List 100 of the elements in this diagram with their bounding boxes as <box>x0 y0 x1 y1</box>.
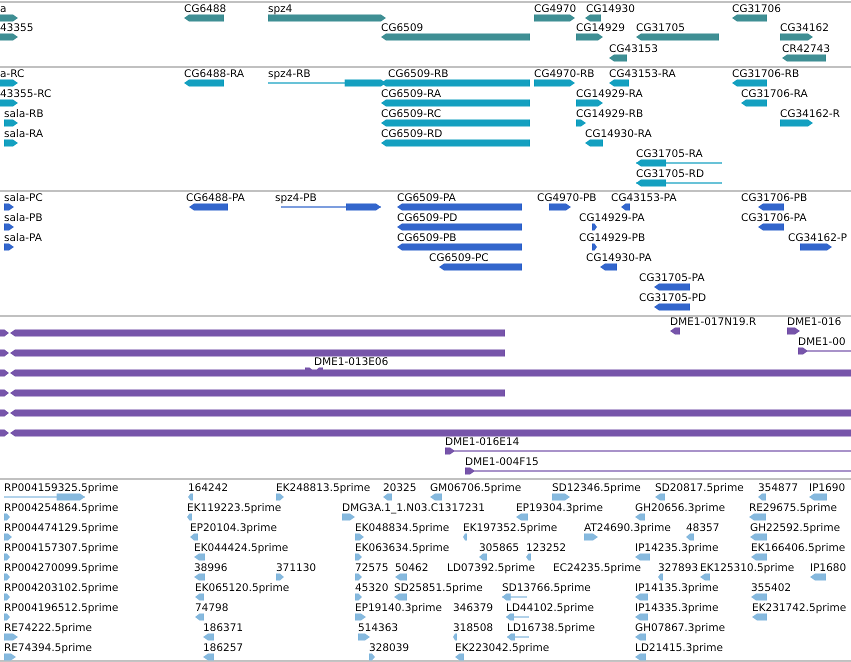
feature-label: GH20656.3prime <box>635 502 726 515</box>
feature-label: CG14929 <box>576 22 625 35</box>
feature-label: CG14930-RA <box>585 128 652 141</box>
feature-label: CG4970-PB <box>537 192 597 205</box>
feature-label: CG31706 <box>732 3 781 16</box>
feature-label: CG14929-PA <box>579 212 645 225</box>
feature-label: CG6509-RD <box>381 128 442 141</box>
feature-label: 38996 <box>194 562 228 575</box>
feature-label: EK048834.5prime <box>355 522 450 535</box>
feature-label: RP004254864.5prime <box>4 502 118 515</box>
feature-label: AT24690.3prime <box>584 522 671 535</box>
feature-label: IP14135.3prime <box>635 582 718 595</box>
feature-label: 355402 <box>751 582 792 595</box>
feature-label: LD07392.5prime <box>447 562 535 575</box>
feature-label: CG31705-PA <box>639 272 705 285</box>
feature-label: 164242 <box>188 482 228 495</box>
feature-label: CG6509-PB <box>397 232 457 245</box>
feature-label: LD21415.3prime <box>635 642 723 655</box>
feature-label: CG34162-P <box>788 232 847 245</box>
feature-label: CR42743 <box>782 43 830 56</box>
feature-label: RP004203102.5prime <box>4 582 118 595</box>
feature-label: 123252 <box>526 542 566 555</box>
feature-label: SD12346.5prime <box>552 482 641 495</box>
feature-label: 371130 <box>276 562 316 575</box>
feature-label: sala-PB <box>4 212 43 225</box>
feature-label: CG6509-RB <box>388 68 448 81</box>
feature-label: EK166406.5prime <box>751 542 846 555</box>
feature-label: sala-RA <box>4 128 44 141</box>
feature-label: RE74222.5prime <box>4 622 92 635</box>
feature-label: DME1-017N19.R <box>670 316 756 329</box>
feature-label: GH22592.5prime <box>750 522 840 535</box>
feature-label: CG6509-PA <box>397 192 456 205</box>
feature-label: 43355-RC <box>0 88 52 101</box>
feature-label: SD25851.5prime <box>394 582 483 595</box>
feature-label: 186257 <box>203 642 244 655</box>
feature-label: CG6509-RA <box>381 88 442 101</box>
feature-label: CG43153 <box>609 43 658 56</box>
feature-label: EK119223.5prime <box>187 502 282 515</box>
feature-label: 318508 <box>453 622 494 635</box>
feature-label: sala-PC <box>4 192 43 205</box>
feature-label: CG6509 <box>381 22 424 35</box>
feature-label: EP20104.3prime <box>190 522 277 535</box>
feature-label: SD13766.5prime <box>502 582 591 595</box>
feature-label: EC24235.5prime <box>553 562 641 575</box>
feature-label: RP004157307.5prime <box>4 542 118 555</box>
feature-label: CG14930 <box>586 3 635 16</box>
feature-label: RP004270099.5prime <box>4 562 118 575</box>
feature-label: CG43153-RA <box>609 68 676 81</box>
feature-label: SD20817.5prime <box>655 482 744 495</box>
feature-label: EK231742.5prime <box>752 602 846 615</box>
feature-label: DME1-00 <box>798 336 846 349</box>
feature-label: CG14929-RA <box>576 88 643 101</box>
feature-label: CG14929-RB <box>576 108 644 121</box>
feature-label: CG34162 <box>780 22 829 35</box>
feature-label: EK223042.5prime <box>455 642 550 655</box>
feature-label: EK248813.5prime <box>276 482 370 495</box>
feature-label: CG31705 <box>636 22 685 35</box>
feature-label: CG34162-R <box>780 108 840 121</box>
feature-label: EK125310.5prime <box>700 562 794 575</box>
feature-label: DME1-013E06 <box>314 356 388 369</box>
feature-label: 305865 <box>479 542 520 555</box>
feature-label: RE74394.5prime <box>4 642 92 655</box>
feature-label: 328039 <box>369 642 410 655</box>
feature-label: CG6509-RC <box>381 108 442 121</box>
feature-label: DME1-004F15 <box>465 456 539 469</box>
feature-label: 186371 <box>203 622 244 635</box>
feature-label: CG14930-PA <box>586 252 652 265</box>
feature-label: 48357 <box>686 522 720 535</box>
feature-label: CG4970 <box>534 3 576 16</box>
feature-label: a <box>0 3 6 16</box>
feature-label: 514363 <box>358 622 398 635</box>
feature-label: EP19304.3prime <box>516 502 603 515</box>
feature-label: 50462 <box>395 562 428 575</box>
feature-label: EK044424.5prime <box>194 542 288 555</box>
feature-label: DMG3A.1_1.N03.C1317231 <box>342 502 485 515</box>
feature-label: LD44102.5prime <box>506 602 594 615</box>
feature-label: CG6488-PA <box>186 192 245 205</box>
feature-label: 72575 <box>355 562 388 575</box>
feature-label: CG31706-RA <box>741 88 808 101</box>
feature-label: RP004196512.5prime <box>4 602 118 615</box>
feature-label: RP004159325.5prime <box>4 482 118 495</box>
feature-label: CG6488-RA <box>184 68 244 81</box>
feature-label: 20325 <box>383 482 416 495</box>
feature-label: IP14235.3prime <box>635 542 718 555</box>
feature-label: IP1690 <box>809 482 846 495</box>
feature-label: a-RC <box>0 68 24 81</box>
feature-label: CG6509-PC <box>429 252 489 265</box>
feature-label: EK197352.5prime <box>463 522 558 535</box>
feature-label: DME1-016E14 <box>445 436 520 449</box>
feature-label: CG6509-PD <box>397 212 458 225</box>
feature-label: CG31706-PA <box>741 212 807 225</box>
feature-label: 74798 <box>195 602 228 615</box>
feature-label: sala-PA <box>4 232 42 245</box>
feature-label: spz4-RB <box>268 68 311 81</box>
feature-label: CG31705-RD <box>636 168 704 181</box>
feature-label: LD16738.5prime <box>507 622 595 635</box>
feature-label: 45320 <box>355 582 388 595</box>
feature-label: CG31706-PB <box>741 192 808 205</box>
feature-label: 43355 <box>0 22 34 35</box>
feature-label: GM06706.5prime <box>430 482 522 495</box>
